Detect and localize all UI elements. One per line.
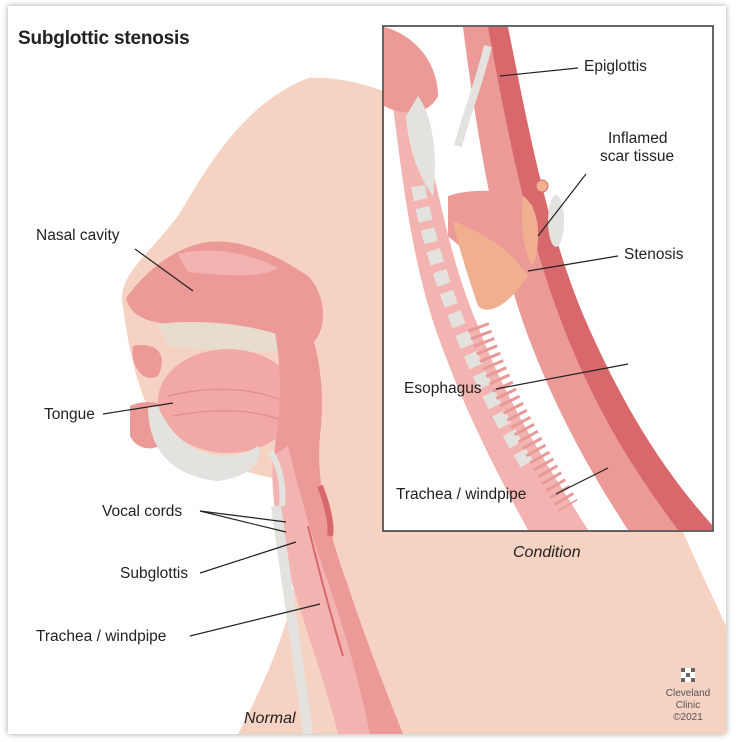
label-vocal-cords: Vocal cords (102, 503, 182, 521)
clinic-cross-icon (663, 666, 713, 688)
logo-line2: Clinic (663, 700, 713, 712)
label-epiglottis: Epiglottis (584, 58, 647, 76)
anatomy-illustration (8, 6, 726, 734)
illustration-card: Subglottic stenosis Nasal cavity Tongue … (8, 6, 726, 734)
caption-normal: Normal (244, 710, 296, 728)
label-stenosis: Stenosis (624, 246, 683, 264)
label-trachea-normal: Trachea / windpipe (36, 628, 166, 646)
condition-inset (383, 26, 713, 531)
caption-condition: Condition (513, 544, 581, 562)
cleveland-clinic-logo: Cleveland Clinic ©2021 (663, 666, 713, 732)
page-title: Subglottic stenosis (18, 28, 189, 50)
label-inflamed-line1: Inflamed (600, 130, 674, 148)
label-subglottis: Subglottis (120, 565, 188, 583)
logo-line3: ©2021 (663, 712, 713, 724)
label-tongue: Tongue (44, 406, 95, 424)
label-nasal-cavity: Nasal cavity (36, 227, 120, 245)
label-esophagus: Esophagus (404, 380, 482, 398)
label-inflamed-line2: scar tissue (600, 148, 674, 166)
logo-line1: Cleveland (663, 688, 713, 700)
label-trachea-condition: Trachea / windpipe (396, 486, 526, 504)
label-inflamed-scar-tissue: Inflamed scar tissue (600, 130, 674, 166)
